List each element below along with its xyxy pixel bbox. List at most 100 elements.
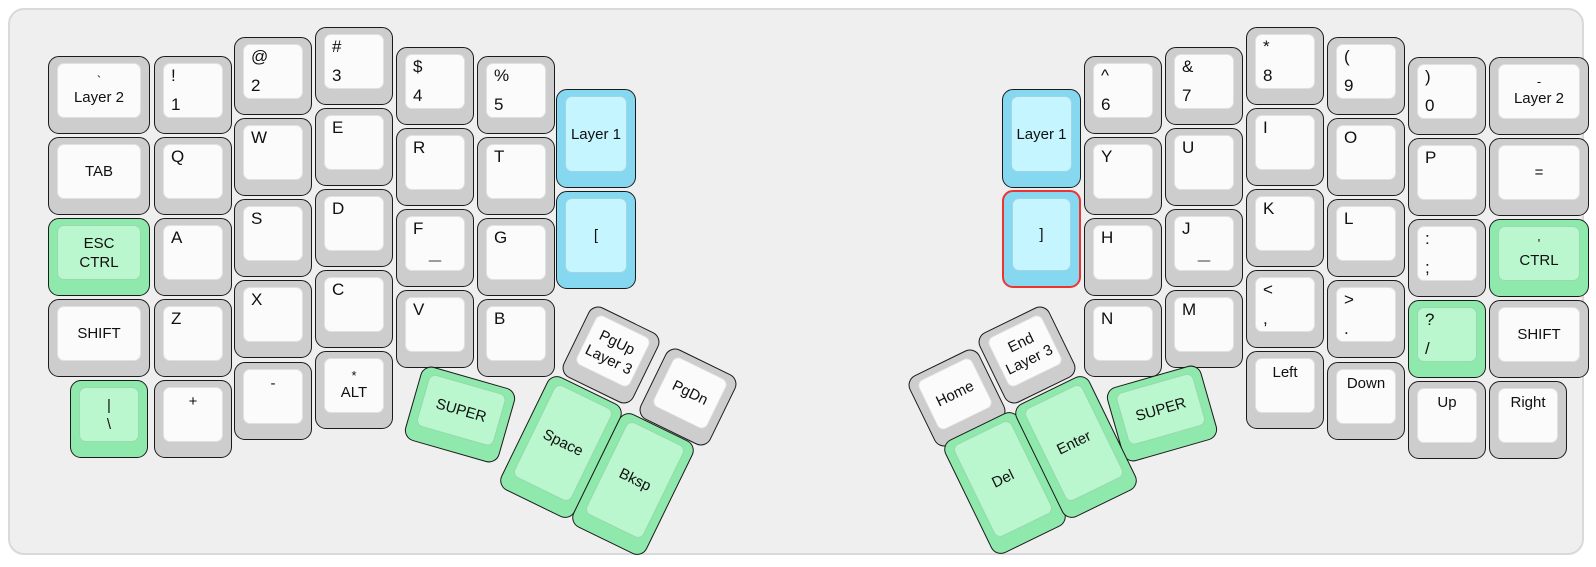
key-minus-layer2[interactable]: -Layer 2 [1489,57,1589,135]
key-arrow-up[interactable]: Up [1408,381,1486,459]
key-a[interactable]: A [154,218,232,296]
key-quote-ctrl-label: 'CTRL [1499,227,1579,280]
key-shift-left[interactable]: SHIFT [48,299,150,377]
key-9[interactable]: (9 [1327,37,1405,115]
key-h-cap: H [1093,225,1153,280]
key-layer1-left[interactable]: Layer 1 [556,89,636,188]
key-7-shift-legend: & [1182,57,1194,76]
key-slash[interactable]: ?/ [1408,300,1486,378]
key-v-shift-legend: V [413,300,425,319]
key-star-alt-line-1: ALT [340,384,368,401]
key-m[interactable]: M [1165,290,1243,368]
key-arrow-left[interactable]: Left [1246,351,1324,429]
key-quote-ctrl[interactable]: 'CTRL [1489,219,1589,297]
key-i-shift-legend: I [1263,118,1268,137]
key-t[interactable]: T [477,137,555,215]
key-equals-cap: = [1498,145,1580,200]
key-p-shift-legend: P [1425,148,1437,167]
key-arrow-right[interactable]: Right [1489,381,1567,459]
key-1[interactable]: !1 [154,56,232,134]
key-j[interactable]: J [1165,209,1243,287]
key-h[interactable]: H [1084,218,1162,296]
key-d[interactable]: D [315,189,393,267]
key-b[interactable]: B [477,299,555,377]
key-comma-shift-legend: < [1263,280,1273,299]
key-shift-right[interactable]: SHIFT [1489,300,1589,378]
key-semicolon[interactable]: :; [1408,219,1486,297]
key-w[interactable]: W [234,118,312,196]
key-shift-right-line-0: SHIFT [1517,326,1561,343]
key-g-shift-legend: G [494,228,508,247]
key-u[interactable]: U [1165,128,1243,206]
key-8[interactable]: *8 [1246,27,1324,105]
key-g[interactable]: G [477,218,555,296]
key-6-cap: ^6 [1093,63,1153,118]
key-n[interactable]: N [1084,299,1162,377]
key-tab[interactable]: TAB [48,137,150,215]
key-right-bracket-label: ] [1013,199,1070,270]
key-minus-line-0: - [270,375,276,392]
key-0-shift-legend: ) [1425,67,1431,86]
key-right-bracket[interactable]: ] [1002,190,1081,288]
key-minus[interactable]: - [234,362,312,440]
key-g-cap: G [486,225,546,280]
key-f[interactable]: F [396,209,474,287]
key-minus-label: - [244,370,302,423]
key-slash-shift-legend: ? [1425,310,1435,329]
key-i[interactable]: I [1246,108,1324,186]
key-p[interactable]: P [1408,138,1486,216]
key-8-cap: *8 [1255,34,1315,89]
key-super-left[interactable]: SUPER [402,363,518,465]
key-k-cap: K [1255,196,1315,251]
key-y[interactable]: Y [1084,137,1162,215]
key-4[interactable]: $4 [396,47,474,125]
key-pipe-backslash[interactable]: |\ [70,380,148,458]
key-pipe-backslash-line-1: \ [106,415,112,433]
key-z[interactable]: Z [154,299,232,377]
key-1-tap-legend: 1 [171,95,181,114]
key-slash-tap-legend: / [1425,339,1430,358]
key-left-bracket[interactable]: [ [556,191,636,289]
key-s[interactable]: S [234,199,312,277]
key-layer1-right-cap: Layer 1 [1011,96,1072,172]
key-l-shift-legend: L [1344,209,1354,228]
key-enter-line-0: Enter [1054,427,1094,459]
key-minus-layer2-cap: -Layer 2 [1498,64,1580,119]
key-layer1-right[interactable]: Layer 1 [1002,89,1081,188]
key-o[interactable]: O [1327,118,1405,196]
key-d-shift-legend: D [332,199,345,218]
key-left-bracket-cap: [ [565,198,627,273]
key-7[interactable]: &7 [1165,47,1243,125]
key-x[interactable]: X [234,280,312,358]
key-6[interactable]: ^6 [1084,56,1162,134]
key-l[interactable]: L [1327,199,1405,277]
key-r[interactable]: R [396,128,474,206]
key-q[interactable]: Q [154,137,232,215]
key-0[interactable]: )0 [1408,57,1486,135]
key-arrow-down[interactable]: Down [1327,362,1405,440]
key-c[interactable]: C [315,270,393,348]
key-grave-layer2-line-0: ` [96,73,102,88]
key-star-alt[interactable]: *ALT [315,351,393,429]
key-grave-layer2[interactable]: `Layer 2 [48,56,150,134]
key-arrow-up-cap: Up [1417,388,1477,443]
key-comma[interactable]: <, [1246,270,1324,348]
key-2-cap: @2 [243,44,303,99]
key-5[interactable]: %5 [477,56,555,134]
key-slash-cap: ?/ [1417,307,1477,362]
key-2[interactable]: @2 [234,37,312,115]
key-e[interactable]: E [315,108,393,186]
key-k[interactable]: K [1246,189,1324,267]
key-3[interactable]: #3 [315,27,393,105]
key-3-shift-legend: # [332,37,342,56]
key-r-shift-legend: R [413,138,426,157]
key-period[interactable]: >. [1327,280,1405,358]
key-arrow-down-cap: Down [1336,369,1396,424]
key-plus[interactable]: + [154,380,232,458]
key-minus-layer2-line-1: Layer 2 [1513,90,1565,107]
key-v[interactable]: V [396,290,474,368]
key-equals[interactable]: = [1489,138,1589,216]
key-pgdn-label: PgDn [652,356,727,429]
